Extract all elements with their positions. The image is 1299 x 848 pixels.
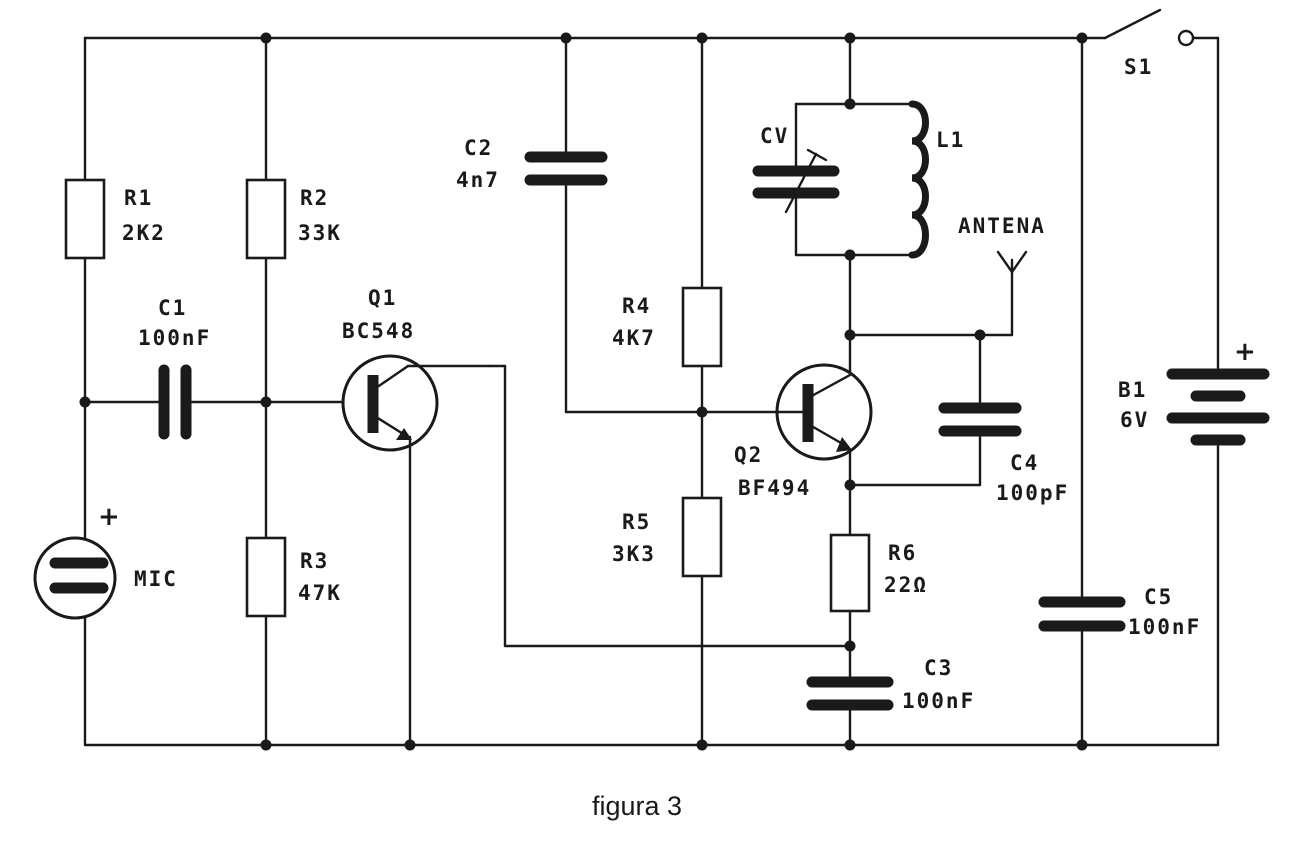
b1-value: 6V: [1120, 408, 1149, 432]
c5-value: 100nF: [1128, 615, 1201, 639]
variable-capacitor-cv: CV: [752, 124, 840, 214]
capacitor-c3: C3 100nF: [806, 656, 975, 747]
q2-ref: Q2: [734, 443, 763, 467]
resistor-r4: R4 4K7: [612, 36, 723, 500]
r1-value: 2K2: [122, 221, 166, 245]
s1-ref: S1: [1124, 55, 1153, 79]
capacitor-c5: C5 100nF: [1038, 36, 1201, 747]
c4-value: 100pF: [996, 481, 1069, 505]
r1-ref: R1: [124, 186, 153, 210]
b1-ref: B1: [1118, 378, 1147, 402]
transistor-q1: Q1 BC548: [341, 286, 507, 747]
resistor-r6: R6 22Ω: [829, 533, 928, 684]
battery-b1: + B1 6V: [1118, 337, 1270, 747]
r5-ref: R5: [622, 510, 651, 534]
microphone: + MIC: [33, 502, 178, 747]
cv-ref: CV: [760, 124, 789, 148]
r6-value: 22Ω: [884, 573, 928, 597]
r4-ref: R4: [622, 294, 651, 318]
mic-plus-sign: +: [98, 502, 120, 532]
transistor-q2: Q2 BF494: [734, 333, 873, 537]
c5-ref: C5: [1144, 585, 1173, 609]
c2-ref: C2: [464, 136, 493, 160]
r3-value: 47K: [298, 581, 342, 605]
mic-label: MIC: [134, 567, 178, 591]
antenna-label: ANTENA: [958, 214, 1046, 238]
battery-plus-sign: +: [1234, 337, 1256, 367]
c4-ref: C4: [1010, 451, 1039, 475]
q1-ref: Q1: [368, 286, 397, 310]
q1-value: BC548: [342, 319, 415, 343]
figure-caption: figura 3: [592, 791, 682, 821]
l1-ref: L1: [936, 128, 965, 152]
r4-value: 4K7: [612, 326, 656, 350]
r5-value: 3K3: [612, 542, 656, 566]
capacitor-c2: C2 4n7: [456, 36, 704, 414]
tank-circuit: [794, 36, 914, 337]
r2-value: 33K: [298, 221, 342, 245]
c1-value: 100nF: [138, 326, 211, 350]
r6-ref: R6: [888, 541, 917, 565]
r2-ref: R2: [300, 186, 329, 210]
resistor-r2: R2 33K: [245, 36, 342, 540]
c3-value: 100nF: [902, 689, 975, 713]
junction-dots: [79, 32, 1088, 751]
capacitor-c1: C1 100nF: [83, 296, 345, 440]
resistor-r5: R5 3K3: [612, 496, 723, 747]
antenna: ANTENA: [848, 214, 1046, 337]
switch-s1: S1: [1103, 8, 1220, 370]
inductor-l1: L1: [908, 100, 965, 259]
resistor-r3: R3 47K: [245, 536, 342, 747]
r3-ref: R3: [300, 549, 329, 573]
capacitor-c4: C4 100pF: [848, 333, 1069, 505]
q2-value: BF494: [738, 476, 811, 500]
c3-ref: C3: [924, 656, 953, 680]
c2-value: 4n7: [456, 168, 500, 192]
q1-collector-wire: [503, 364, 850, 648]
c1-ref: C1: [158, 296, 187, 320]
resistor-r1: R1 2K2: [64, 36, 166, 540]
